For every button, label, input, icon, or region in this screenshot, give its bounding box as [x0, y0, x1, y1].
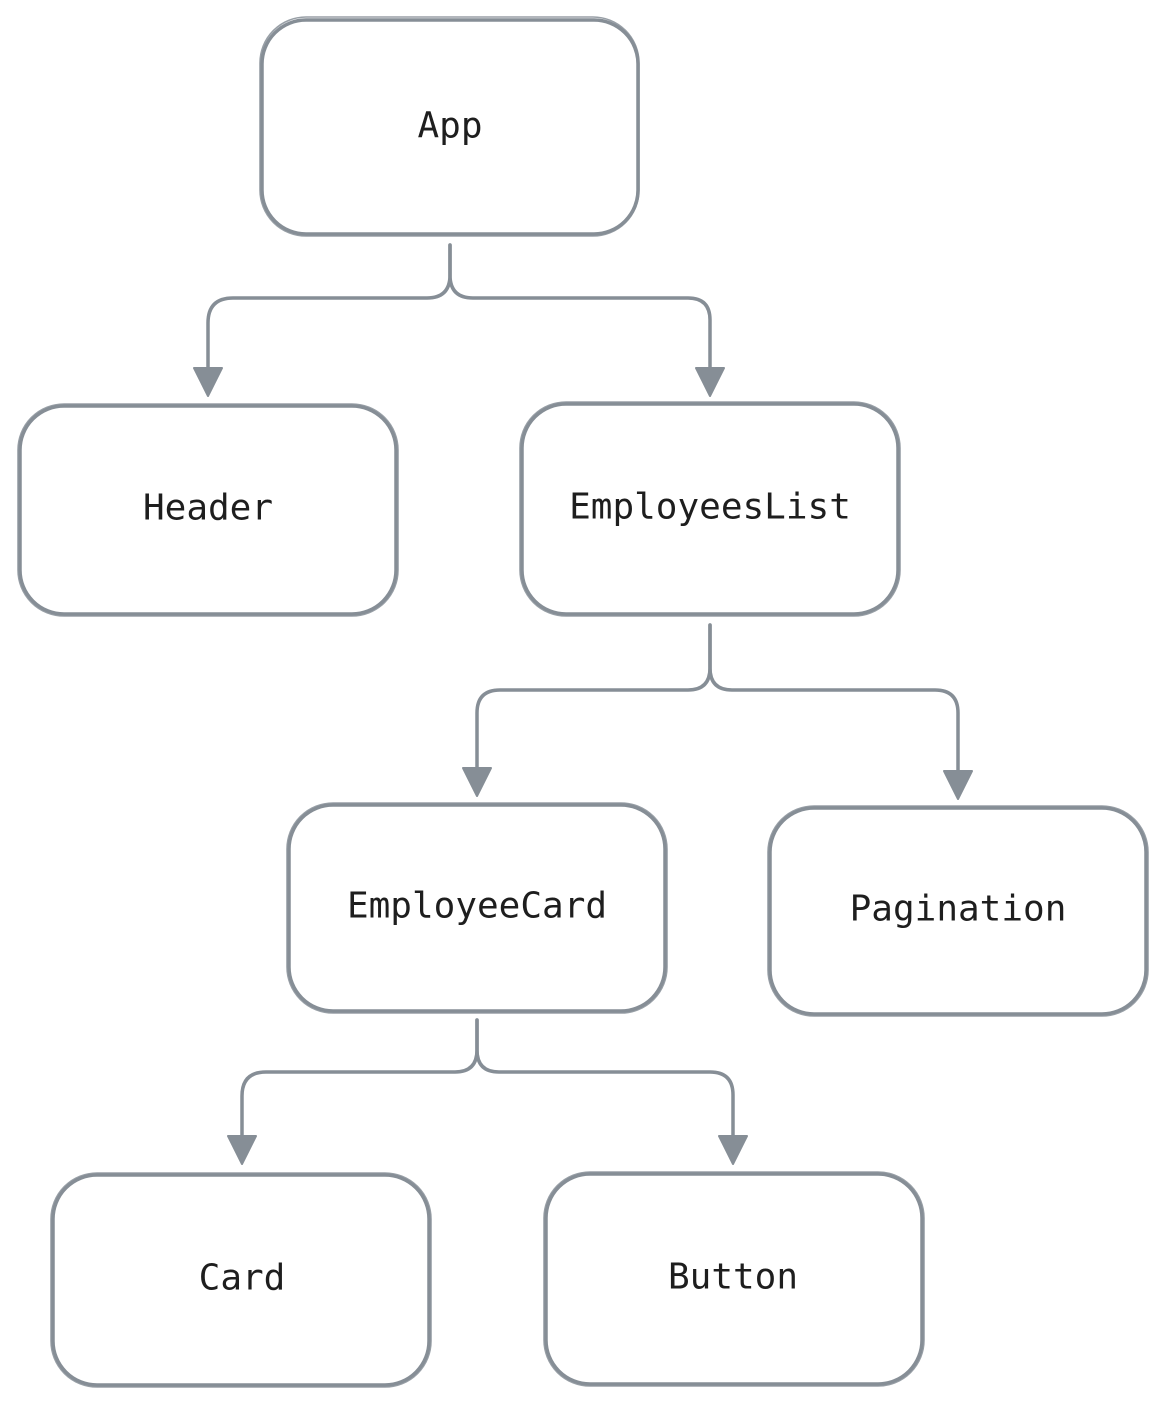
connector-employee-card-to-button [475, 1018, 735, 1142]
arrowhead-header [193, 367, 223, 397]
arrowhead-employees-list [695, 367, 725, 397]
arrowhead-button [718, 1135, 748, 1165]
node-header[interactable]: Header [17, 403, 399, 617]
arrowhead-pagination [943, 770, 973, 800]
node-label-pagination: Pagination [850, 889, 1067, 930]
node-label-header: Header [143, 488, 273, 529]
connector-employee-card-children [227, 1018, 748, 1165]
node-label-card: Card [199, 1258, 286, 1299]
node-pagination[interactable]: Pagination [767, 805, 1149, 1017]
node-label-button: Button [668, 1257, 798, 1298]
connector-employees-list-children [462, 623, 973, 800]
node-employees-list[interactable]: EmployeesList [519, 401, 901, 617]
connector-employees-list-to-employee-card [475, 623, 712, 774]
arrowhead-card [227, 1135, 257, 1165]
node-employee-card[interactable]: EmployeeCard [286, 802, 668, 1014]
node-label-employees-list: EmployeesList [569, 487, 851, 528]
node-app[interactable]: App [259, 16, 640, 237]
node-button[interactable]: Button [543, 1171, 925, 1387]
node-label-employee-card: EmployeeCard [347, 886, 607, 927]
connector-app-to-header [206, 243, 452, 374]
connector-app-to-employees-list [448, 243, 712, 374]
node-label-app: App [417, 106, 482, 147]
connector-app-children [193, 243, 725, 397]
node-card[interactable]: Card [50, 1172, 432, 1388]
arrowhead-employee-card [462, 767, 492, 797]
connector-employees-list-to-pagination [708, 623, 960, 777]
connector-employee-card-to-card [240, 1018, 479, 1142]
